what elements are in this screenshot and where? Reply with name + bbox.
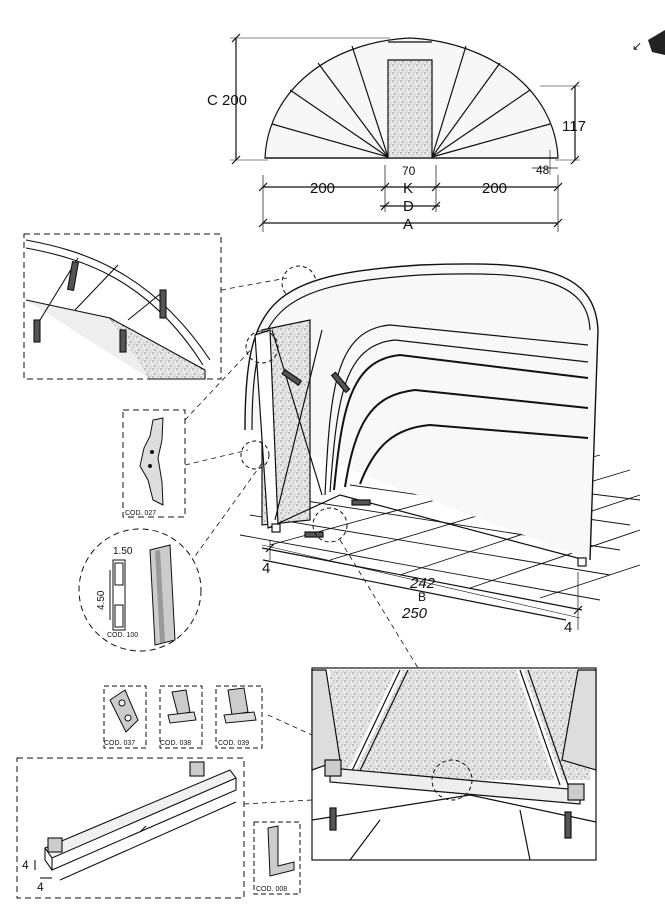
roof-detail <box>23 233 222 380</box>
right-margin-label: 4 <box>564 619 572 636</box>
cod-100-height: 4.50 <box>96 590 107 610</box>
d-label: D <box>403 198 414 215</box>
front-view-labels: C 200 117 70 48 200 200 K D A <box>207 92 586 233</box>
cod-008-label: COD. 008 <box>256 886 287 893</box>
left-width-label: 200 <box>310 180 335 197</box>
inner-length-label: 242 <box>409 575 436 592</box>
main-view-labels: 4 4 242 B 250 <box>262 560 572 636</box>
corner-label: 48 <box>536 163 550 177</box>
right-width-label: 200 <box>482 180 507 197</box>
cod-027-label: COD. 027 <box>125 510 156 517</box>
svg-text:↙: ↙ <box>632 39 642 53</box>
cod-037-detail: COD. 037 <box>103 685 147 749</box>
cod-039-label: COD. 039 <box>218 740 249 747</box>
cod-039-detail: COD. 039 <box>215 685 263 749</box>
side-height-label: 117 <box>562 118 586 135</box>
b-label: B <box>418 590 426 604</box>
cod-037-label: COD. 037 <box>104 740 135 747</box>
cod-100-label: COD. 100 <box>107 632 138 639</box>
base-detail <box>311 667 597 861</box>
cod-038-label: COD. 038 <box>160 740 191 747</box>
outer-length-label: 250 <box>401 605 428 622</box>
center-width-label: 70 <box>402 164 416 178</box>
cod-027-detail: COD. 027 <box>122 409 186 518</box>
corner-mark: ↙ <box>632 30 665 55</box>
cod-100-detail: 1.50 4.50 COD. 100 <box>78 528 202 652</box>
front-view <box>230 33 580 232</box>
cod-038-detail: COD. 038 <box>159 685 203 749</box>
cod-100-width: 1.50 <box>113 546 133 557</box>
a-label: A <box>403 216 413 233</box>
height-label: C 200 <box>207 92 247 109</box>
rail-dim-b: 4 <box>37 880 44 894</box>
rail-detail: 4 4 <box>16 757 245 899</box>
cod-008-detail: COD. 008 <box>253 821 301 895</box>
leader-lines <box>184 277 419 805</box>
left-margin-label: 4 <box>262 560 270 577</box>
k-label: K <box>403 180 413 197</box>
main-view <box>239 263 641 630</box>
rail-dim-a: 4 <box>22 858 29 872</box>
